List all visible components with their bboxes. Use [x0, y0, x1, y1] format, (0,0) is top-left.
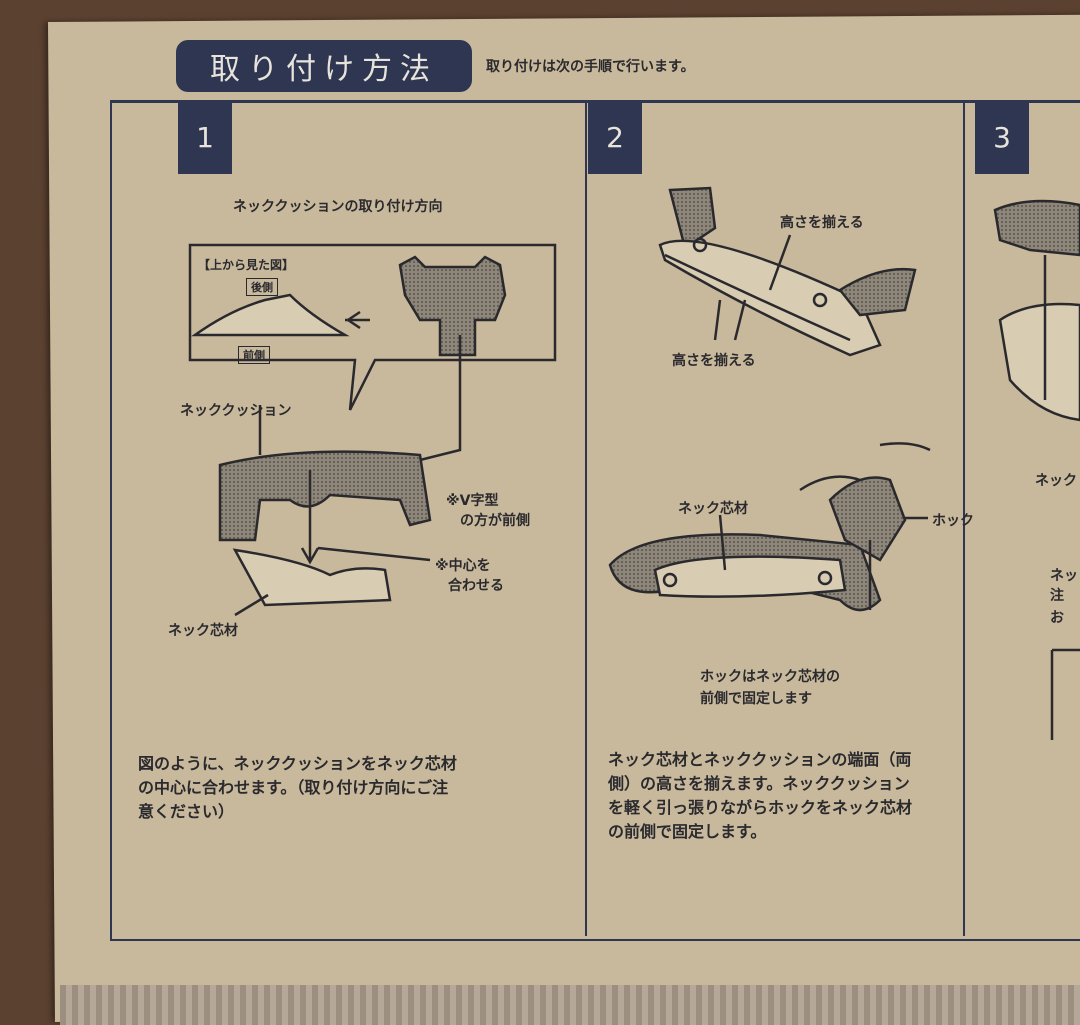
caption-1: ホックはネック芯材の: [700, 669, 840, 685]
step1-heading: ネッククッションの取り付け方向: [233, 199, 443, 215]
note-v2: の方が前側: [460, 513, 530, 529]
label-back: 後側: [246, 278, 278, 296]
step3-partial: お: [1050, 610, 1064, 626]
step-1-panel: [110, 100, 587, 936]
step3-partial: 注: [1050, 588, 1064, 604]
body-line: 図のように、ネッククッションをネック芯材: [138, 754, 457, 773]
note-center2: 合わせる: [448, 578, 504, 594]
note-v: ※V字型: [446, 493, 499, 509]
label-core-2: ネック芯材: [678, 501, 748, 517]
label-front: 前側: [238, 346, 270, 364]
step-2-number: 2: [588, 100, 642, 174]
body-line: 側）の高さを揃えます。ネッククッション: [608, 774, 910, 793]
label-core: ネック芯材: [168, 623, 238, 639]
step1-body: 図のように、ネッククッションをネック芯材 の中心に合わせます。（取り付け方向にご…: [138, 752, 457, 824]
step2-body: ネック芯材とネッククッションの端面（両 側）の高さを揃えます。ネッククッション …: [608, 748, 912, 844]
body-line: の中心に合わせます。（取り付け方向にご注: [138, 778, 449, 797]
top-view-inset: [188, 243, 557, 411]
step3-partial: ネック: [1035, 473, 1077, 489]
step-1-number: 1: [178, 100, 232, 174]
body-line: 意ください）: [138, 802, 235, 821]
label-cushion: ネッククッション: [180, 403, 292, 419]
body-line: の前側で固定します。: [608, 822, 767, 841]
label-align-bottom: 高さを揃える: [672, 353, 756, 369]
label-align-top: 高さを揃える: [780, 215, 864, 231]
body-line: ネック芯材とネッククッションの端面（両: [608, 750, 912, 769]
step-2-panel: [585, 100, 965, 936]
step-3-number: 3: [975, 100, 1029, 174]
caption-2: 前側で固定します: [700, 691, 812, 707]
note-center: ※中心を: [435, 558, 491, 574]
body-line: を軽く引っ張りながらホックをネック芯材: [608, 798, 913, 817]
page-title: 取り付け方法: [176, 40, 472, 92]
label-hook: ホック: [932, 513, 974, 529]
subtitle: 取り付けは次の手順で行います。: [486, 59, 695, 75]
inset-title: 【上から見た図】: [198, 258, 295, 272]
step3-partial: ネッ: [1050, 568, 1078, 584]
